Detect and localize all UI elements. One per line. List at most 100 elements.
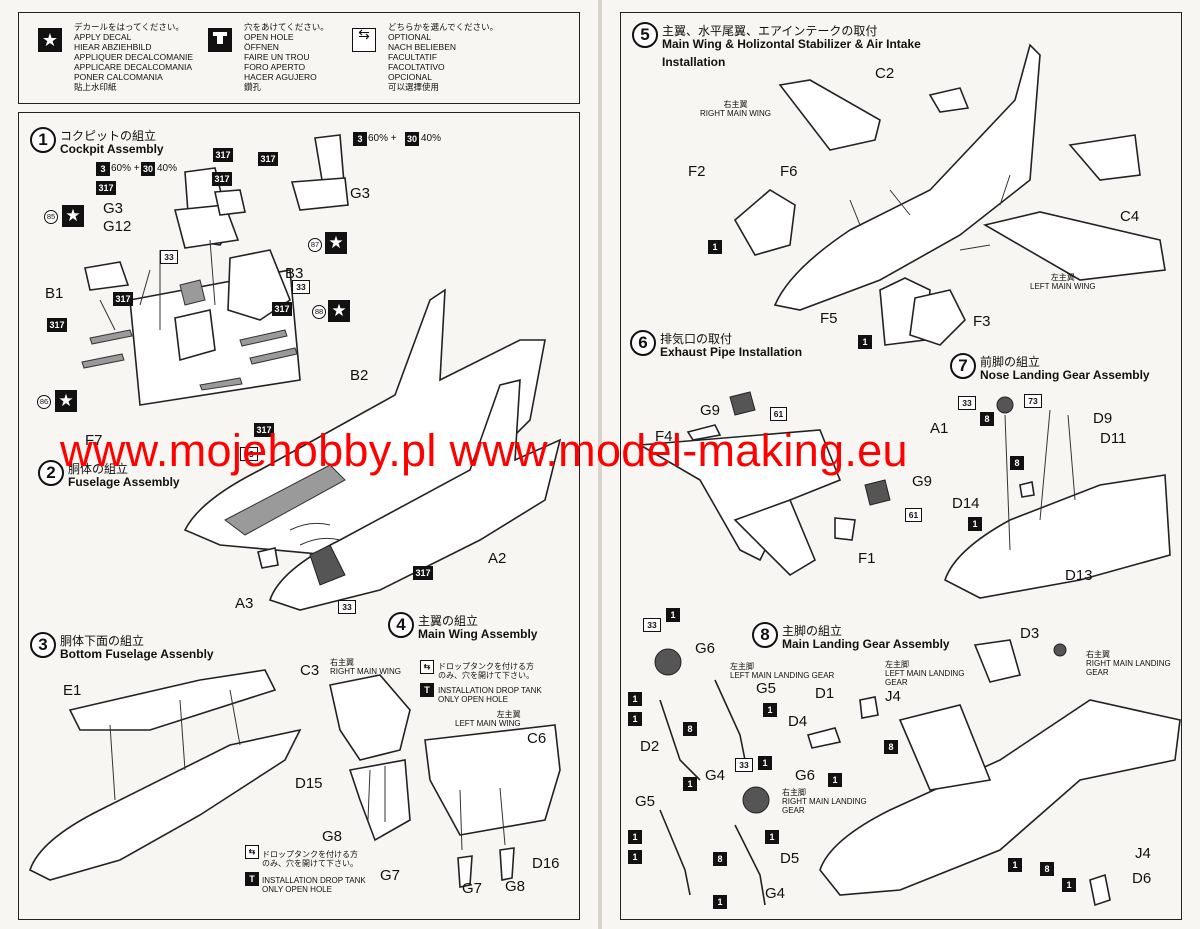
color-code: 317 <box>213 148 233 162</box>
mix-ratio: 40% <box>157 163 178 174</box>
part-label: G4 <box>765 885 786 902</box>
optional-mark: ⇆ <box>245 845 259 859</box>
note-en: ONLY OPEN HOLE <box>262 885 332 894</box>
note-jp: 右主翼 <box>723 100 748 109</box>
mix-ratio: 40% <box>421 133 442 144</box>
color-code: 1 <box>763 703 777 717</box>
color-code: 8 <box>884 740 898 754</box>
decal-number: 86 <box>37 395 51 409</box>
step-number: 1 <box>30 127 56 153</box>
right-steps-frame <box>620 12 1182 920</box>
color-code: 1 <box>1062 878 1076 892</box>
color-code: 8 <box>980 412 994 426</box>
legend-text: 穴をあけてください。 <box>244 22 329 32</box>
drill-icon: T <box>245 872 259 886</box>
legend-text: どちらかを選んでください。 <box>388 22 499 32</box>
color-code: 1 <box>765 830 779 844</box>
part-label: D1 <box>815 685 835 702</box>
part-label: F5 <box>820 310 838 327</box>
optional-mark: ⇆ <box>420 660 434 674</box>
mix-ratio: 60% + <box>368 133 397 144</box>
step-title-en: Main Landing Gear Assembly <box>782 637 950 651</box>
part-label: C2 <box>875 65 895 82</box>
part-label: G6 <box>695 640 716 657</box>
part-label: A3 <box>235 595 254 612</box>
note-jp: ドロップタンクを付ける方 <box>262 850 358 859</box>
note-en: LEFT MAIN WING <box>1030 282 1096 291</box>
step-number: 3 <box>30 632 56 658</box>
legend-text: 貼上水印紙 <box>74 82 117 92</box>
part-label: A1 <box>930 420 949 437</box>
note-jp: ドロップタンクを付ける方 <box>438 662 534 671</box>
exhaust-drawing <box>637 391 891 577</box>
part-label: D11 <box>1100 430 1127 447</box>
decal-number: 87 <box>308 238 322 252</box>
color-code: 1 <box>708 240 722 254</box>
color-code: 8 <box>713 852 727 866</box>
part-label: D2 <box>640 738 660 755</box>
drop-tank-note: INSTALLATION DROP TANK ONLY OPEN HOLE <box>262 876 366 894</box>
note-en: ONLY OPEN HOLE <box>438 695 508 704</box>
color-code: 30 <box>405 132 419 146</box>
note-en: LEFT MAIN LANDING <box>885 669 965 678</box>
part-label: D14 <box>952 495 980 512</box>
drill-icon: T <box>420 683 434 697</box>
part-label: G7 <box>380 867 401 884</box>
legend-text: APPLIQUER DECALCOMANIE <box>74 52 194 62</box>
star-icon: ★ <box>55 390 77 412</box>
fuselage-drawing <box>183 288 562 611</box>
step-title-jp: 胴体の組立 <box>68 462 129 476</box>
left-steps-frame <box>18 112 580 920</box>
color-code: 1 <box>628 850 642 864</box>
color-code: 33 <box>160 250 178 264</box>
color-code: 33 <box>292 280 310 294</box>
part-label: D5 <box>780 850 800 867</box>
symbol-legend-frame <box>18 12 580 104</box>
color-code: 33 <box>240 447 258 461</box>
color-code: 1 <box>713 895 727 909</box>
part-label: B2 <box>350 367 369 384</box>
part-label: C4 <box>1120 208 1140 225</box>
step-number: 6 <box>630 330 656 356</box>
note-jp: 左主翼 <box>496 710 521 719</box>
color-code: 317 <box>413 566 433 580</box>
legend-text: APPLICARE DECALCOMANIA <box>74 62 193 72</box>
step-title-en: Cockpit Assembly <box>60 142 164 156</box>
step-number: 2 <box>38 460 64 486</box>
color-code: 317 <box>258 152 278 166</box>
mix-ratio: 60% + <box>111 163 140 174</box>
color-code: 1 <box>758 756 772 770</box>
legend-text: APPLY DECAL <box>74 32 132 42</box>
legend-text: PONER CALCOMANIA <box>74 72 163 82</box>
note-en: GEAR <box>1086 668 1109 677</box>
note-en: INSTALLATION DROP TANK <box>438 686 542 695</box>
part-label: G7 <box>462 880 483 897</box>
part-label: C3 <box>300 662 320 679</box>
note-jp: 右主脚 <box>782 788 806 797</box>
step-title-jp: コクピットの組立 <box>60 129 157 143</box>
note-en: LEFT MAIN WING <box>455 719 521 728</box>
gear-note: 左主脚 LEFT MAIN LANDING GEAR <box>885 660 964 687</box>
watermark-text: www.mojehobby.pl www.model-making.eu <box>60 425 908 476</box>
wing-installation-drawing <box>733 43 1166 346</box>
drop-tank-note: ドロップタンクを付ける方 のみ、穴を開けて下さい。 <box>438 662 534 680</box>
drill-icon <box>208 28 232 52</box>
color-code: 317 <box>47 318 67 332</box>
color-code: 1 <box>683 777 697 791</box>
bottom-fuselage-drawing <box>29 669 302 881</box>
part-label: G8 <box>505 878 526 895</box>
part-label: G8 <box>322 828 343 845</box>
part-label: J4 <box>885 688 901 705</box>
color-code: 61 <box>770 407 787 421</box>
step-title-en: Bottom Fuselage Assenbly <box>60 647 214 661</box>
note-jp: 左主脚 <box>885 660 909 669</box>
note-jp: のみ、穴を開けて下さい。 <box>262 859 358 868</box>
part-label: G4 <box>705 767 726 784</box>
part-label: D6 <box>1132 870 1152 887</box>
color-code: 33 <box>958 396 976 410</box>
color-code: 1 <box>828 773 842 787</box>
note-en: RIGHT MAIN LANDING <box>1086 659 1171 668</box>
legend-text: ÖFFNEN <box>244 42 279 52</box>
color-code: 8 <box>683 722 697 736</box>
